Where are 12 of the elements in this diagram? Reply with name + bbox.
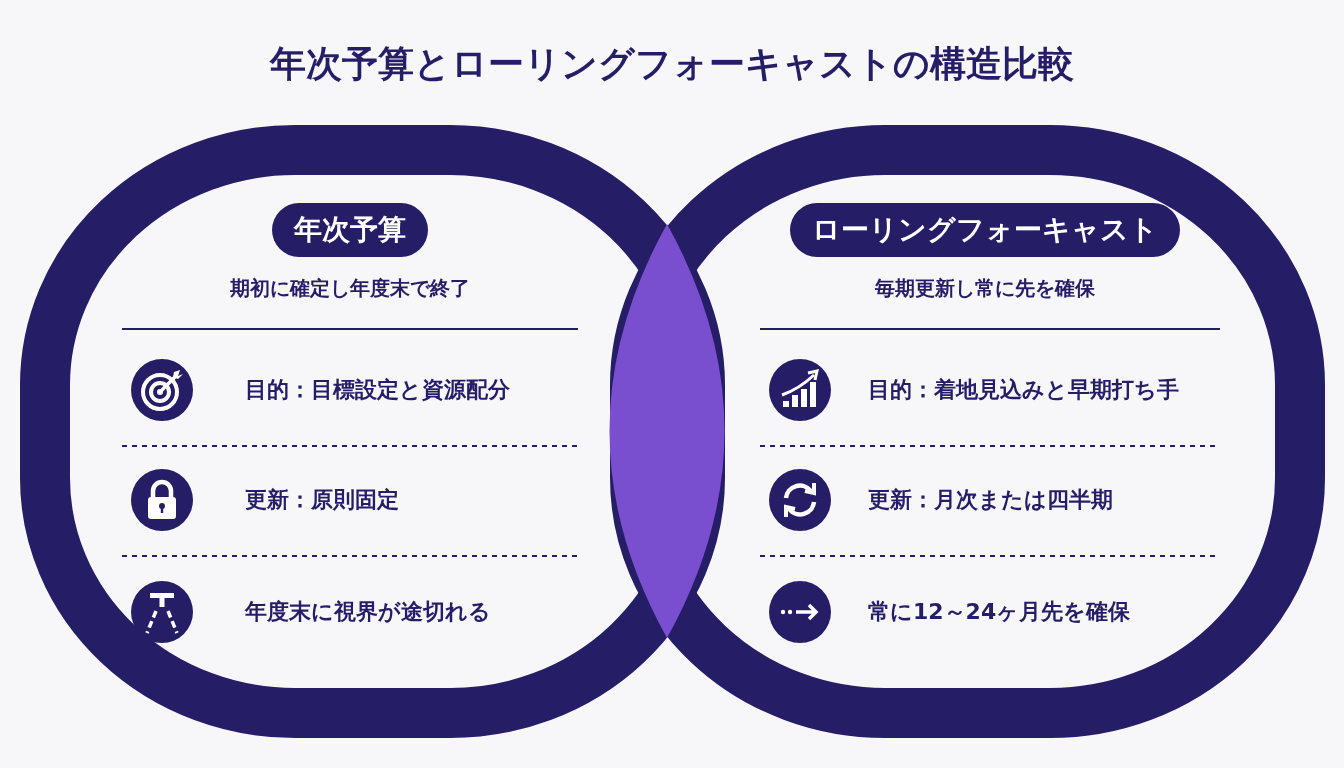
heading-pill: 年次予算 xyxy=(272,203,428,257)
row-text: 更新：原則固定 xyxy=(245,486,399,514)
subtitle: 毎期更新し常に先を確保 xyxy=(875,275,1095,302)
row-text: 更新：月次または四半期 xyxy=(868,486,1113,514)
row-text: 年度末に視界が途切れる xyxy=(245,598,491,626)
subtitle: 期初に確定し年度末で終了 xyxy=(230,275,470,302)
row-text: 目的：目標設定と資源配分 xyxy=(245,376,510,404)
overlap-lens xyxy=(609,224,725,638)
row-text: 目的：着地見込みと早期打ち手 xyxy=(868,376,1179,404)
title: 年次予算とローリングフォーキャストの構造比較 xyxy=(268,42,1075,86)
heading-pill: ローリングフォーキャスト xyxy=(790,203,1180,257)
row-text: 常に12～24ヶ月先を確保 xyxy=(868,598,1131,626)
